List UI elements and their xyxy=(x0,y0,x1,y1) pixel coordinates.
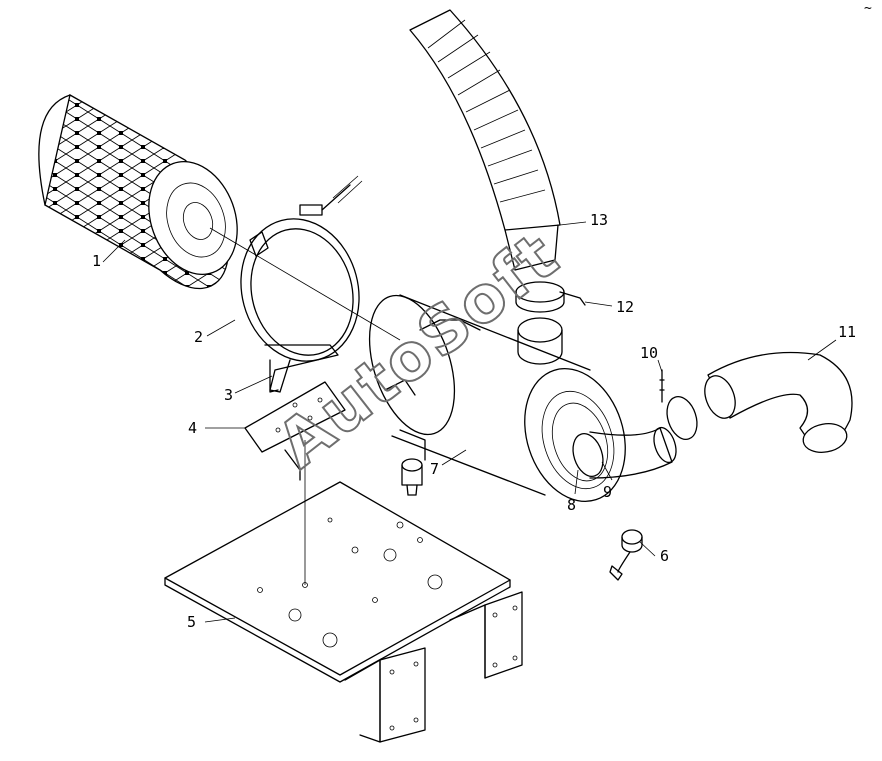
callout-6: 6 xyxy=(660,547,669,565)
callout-5: 5 xyxy=(187,613,196,631)
callout-11: 11 xyxy=(838,323,856,341)
callout-9: 9 xyxy=(603,483,612,501)
hose-clamp-elbow xyxy=(659,369,698,441)
callout-3: 3 xyxy=(224,386,233,404)
band-bracket xyxy=(264,344,339,393)
callout-2: 2 xyxy=(194,328,203,346)
sensor xyxy=(609,529,643,581)
hose-clamp-upper xyxy=(515,281,586,313)
corner-mark: ~ xyxy=(864,1,872,16)
intake-elbow-hose xyxy=(704,351,853,453)
callout-8: 8 xyxy=(567,496,576,514)
corrugated-hose xyxy=(409,9,561,271)
callout-12: 12 xyxy=(616,298,634,316)
callout-10: 10 xyxy=(640,344,658,362)
callout-7: 7 xyxy=(430,460,439,478)
outlet-elbow xyxy=(572,426,677,479)
leader-lines xyxy=(102,221,837,623)
filter-element xyxy=(38,94,238,290)
base-plate xyxy=(164,481,523,743)
callout-4: 4 xyxy=(188,419,197,437)
mounting-plate xyxy=(244,381,346,585)
callout-13: 13 xyxy=(590,211,608,229)
filter-housing xyxy=(368,294,626,503)
callout-1: 1 xyxy=(92,252,101,270)
assembly-axis-line xyxy=(209,227,401,341)
callout-labels: 1 2 3 4 5 6 7 8 9 10 11 12 13 xyxy=(92,211,856,631)
